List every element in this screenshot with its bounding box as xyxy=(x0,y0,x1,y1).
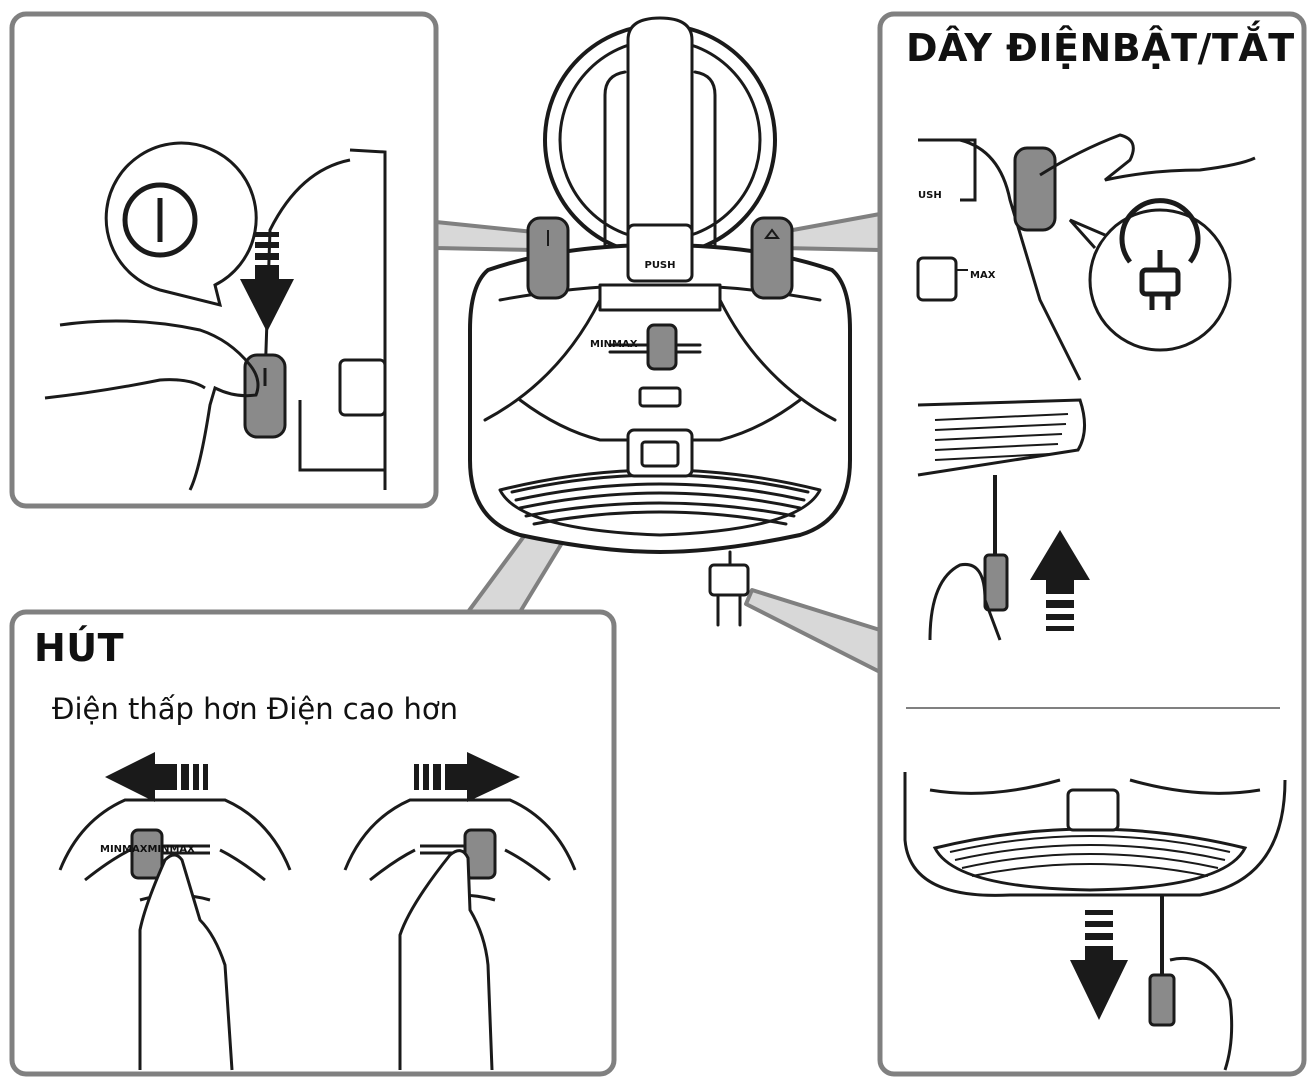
hand-holding-cord-icon xyxy=(928,562,1002,641)
hand-pressing-icon xyxy=(59,319,260,491)
slide-right-arrow-icon xyxy=(414,752,520,802)
cord-panel-title: DÂY ĐIỆNBẬT/TẮT xyxy=(906,26,1295,70)
device-power-button[interactable] xyxy=(526,216,570,300)
cord-button-closeup[interactable] xyxy=(1013,146,1057,232)
hand-releasing-cord-icon xyxy=(1169,956,1234,1071)
power-symbol-icon xyxy=(122,182,198,258)
device-slider-label: MINMAX xyxy=(590,339,638,350)
device-plug-mark xyxy=(764,228,780,239)
device-suction-slider[interactable] xyxy=(646,323,678,371)
cord-push-label: USH xyxy=(918,190,942,201)
device-cord-button[interactable] xyxy=(750,216,794,300)
panel-suction: MINMAXMINMAX xyxy=(9,609,617,1077)
hand-pressing-cord-icon xyxy=(1039,133,1256,182)
suction-panel-title: HÚT xyxy=(34,626,125,670)
cord-max-label: MAX xyxy=(970,270,996,281)
hand-sliding-right-icon xyxy=(398,849,494,1071)
panel-power xyxy=(9,11,439,509)
leader-cord xyxy=(780,212,882,252)
slide-left-arrow-icon xyxy=(105,752,208,802)
pull-up-arrow-icon xyxy=(1030,530,1090,631)
vacuum-cleaner-top-view xyxy=(468,16,852,627)
plug-speech-bubble xyxy=(1088,208,1232,352)
leader-power xyxy=(434,220,536,252)
suction-panel-subtitle: Điện thấp hơn Điện cao hơn xyxy=(52,692,458,726)
hand-sliding-left-icon xyxy=(138,853,234,1071)
device-push-label: PUSH xyxy=(644,260,675,271)
press-down-arrow-icon xyxy=(240,232,294,332)
plug-symbol-icon xyxy=(1119,198,1201,310)
leader-plug xyxy=(744,588,882,674)
rewind-down-arrow-icon xyxy=(1070,910,1128,1020)
power-speech-bubble xyxy=(104,141,258,308)
suction-slider-label: MINMAXMINMAX xyxy=(100,844,195,855)
cord-plug-icon xyxy=(983,553,1009,612)
panel-cord: MAX USH xyxy=(877,11,1307,1077)
suction-slider-low[interactable] xyxy=(130,828,164,880)
